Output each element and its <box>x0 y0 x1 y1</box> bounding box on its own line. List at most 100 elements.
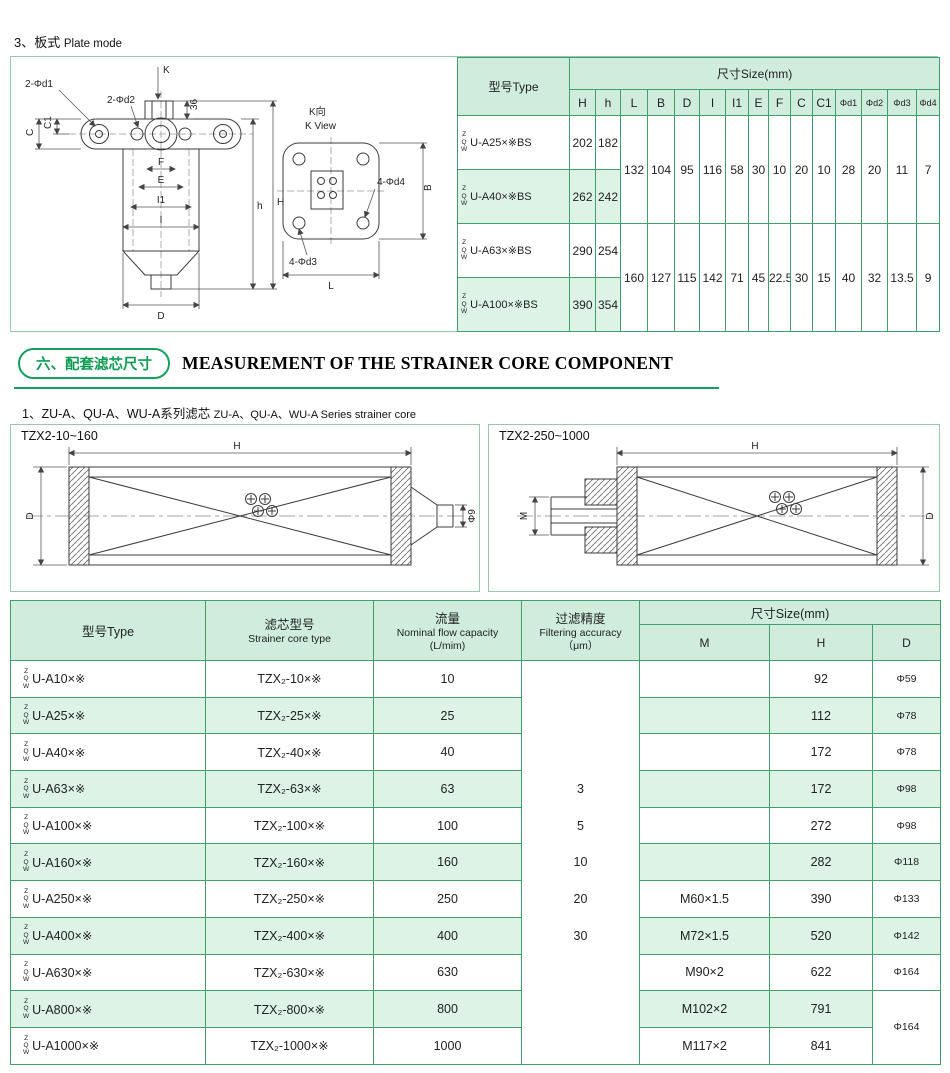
core-type-cell: TZX₂-400×※ <box>205 916 374 955</box>
h-cell: 622 <box>769 953 873 992</box>
dim-cell: 9 <box>915 223 941 332</box>
accuracy-value: 3 <box>577 782 584 796</box>
dim-label-i: I <box>160 215 163 226</box>
core-drawing-box-small: TZX2-10~160 <box>10 424 480 592</box>
series-prefix-stack: Z Q W <box>23 961 30 984</box>
model-cell: Z Q WU-A40×※BS <box>457 169 570 224</box>
plate-table-row: Z Q WU-A25×※BS 202 182 132 104 95 116 58… <box>457 115 941 224</box>
model-cell: Z Q WU-A25×※BS <box>457 115 570 170</box>
dim-col-header: D <box>674 89 700 116</box>
dim-cell: 15 <box>812 223 836 332</box>
dim-cell: 254 <box>595 223 621 278</box>
dim-cell: 30 <box>790 223 813 332</box>
dim-cell: 10 <box>768 115 791 224</box>
m-cell <box>639 696 770 735</box>
dim-label-2d2: 2-Φd2 <box>107 95 135 106</box>
plate-size-header: 尺寸Size(mm) <box>568 57 941 90</box>
strainer-core-drawing-large: H M D <box>517 441 936 566</box>
series-heading-zh: 1、ZU-A、QU-A、WU-A系列滤芯 <box>22 407 211 421</box>
accuracy-value: 5 <box>577 818 584 833</box>
series-prefix-stack: Z Q W <box>23 851 30 874</box>
dim-label-k: K <box>163 65 170 76</box>
dim-cell: 45 <box>748 223 769 332</box>
series-prefix-stack: Z Q W <box>461 239 468 262</box>
size-col-d: D <box>871 624 942 661</box>
series-prefix-stack: Z Q W <box>461 185 468 208</box>
d-cell: Φ142 <box>871 916 942 955</box>
plate-type-header: 型号Type <box>457 57 570 116</box>
dim-cell: 116 <box>699 115 726 224</box>
model-name: U-A630×※ <box>32 965 93 980</box>
dim-cell: 242 <box>595 169 621 224</box>
model-name: U-A63×※ <box>32 782 86 797</box>
model-name: U-A10×※ <box>32 672 86 687</box>
dim-cell: 104 <box>647 115 675 224</box>
accuracy-value: 10 <box>573 855 588 870</box>
series-prefix-stack: Z Q W <box>23 704 30 727</box>
dim-label-l: L <box>328 281 334 292</box>
model-name: U-A250×※ <box>32 892 93 907</box>
core-drawing-title-small: TZX2-10~160 <box>19 429 100 443</box>
dim-col-header: Φd1 <box>835 89 862 116</box>
h-cell: 172 <box>769 770 873 808</box>
dim-cell: 10 <box>812 115 836 224</box>
core-type-cell: TZX₂-630×※ <box>205 953 374 992</box>
h-cell: 92 <box>769 660 873 698</box>
m-cell <box>639 770 770 808</box>
flow-cell: 800 <box>373 990 522 1028</box>
plate-table-row: Z Q WU-A63×※BS 290 254 160 127 115 142 7… <box>457 223 941 332</box>
plate-mode-heading-en: Plate mode <box>63 38 123 50</box>
h-cell: 390 <box>769 880 873 918</box>
dim-cell: 20 <box>790 115 813 224</box>
flow-cell: 250 <box>373 880 522 918</box>
dim-label-b: B <box>423 184 434 191</box>
dim-col-header: I1 <box>725 89 749 116</box>
dim-col-header: h <box>595 89 621 116</box>
series-prefix-stack: Z Q W <box>23 887 30 910</box>
flow-cell: 40 <box>373 733 522 772</box>
d-cell: Φ118 <box>871 843 942 882</box>
h-cell: 272 <box>769 806 873 845</box>
series-prefix-stack: Z Q W <box>461 131 468 154</box>
accuracy-header-unit: （μm） <box>562 640 599 652</box>
m-cell <box>639 660 770 698</box>
flow-header-unit: (L/mim) <box>429 640 466 652</box>
core-type-cell: TZX₂-10×※ <box>205 660 374 698</box>
core-type-cell: TZX₂-160×※ <box>205 843 374 882</box>
accuracy-value: 30 <box>573 928 588 943</box>
d-cell: Φ78 <box>871 733 942 772</box>
dim-cell: 30 <box>748 115 769 224</box>
model-name: U-A100×※BS <box>470 299 538 311</box>
dim-cell: 71 <box>725 223 749 332</box>
dim-cell: 142 <box>699 223 726 332</box>
flow-header: 流量 Nominal flow capacity (L/mim) <box>373 600 522 661</box>
core-model-header: 滤芯型号 Strainer core type <box>205 600 374 661</box>
model-name: U-A160×※ <box>32 855 93 870</box>
model-name: U-A1000×※ <box>32 1039 100 1054</box>
plate-dimension-table: 型号Type 尺寸Size(mm) H h L B D I I1 E F C C… <box>457 57 941 332</box>
core-drawing-box-large: TZX2-250~1000 <box>488 424 940 592</box>
dim-col-header: F <box>768 89 791 116</box>
model-cell: Z Q WU-A63×※BS <box>457 223 570 278</box>
dim-cell: 262 <box>569 169 596 224</box>
dim-col-header: Φd3 <box>887 89 917 116</box>
model-name: U-A25×※BS <box>470 137 532 149</box>
dim-label-4d3: 4-Φd3 <box>289 257 317 268</box>
accuracy-value: 20 <box>573 891 588 906</box>
dim-label-e: E <box>158 175 165 186</box>
accuracy-header: 过滤精度 Filtering accuracy （μm） <box>521 600 640 661</box>
section-badge: 六、配套滤芯尺寸 <box>18 348 170 379</box>
